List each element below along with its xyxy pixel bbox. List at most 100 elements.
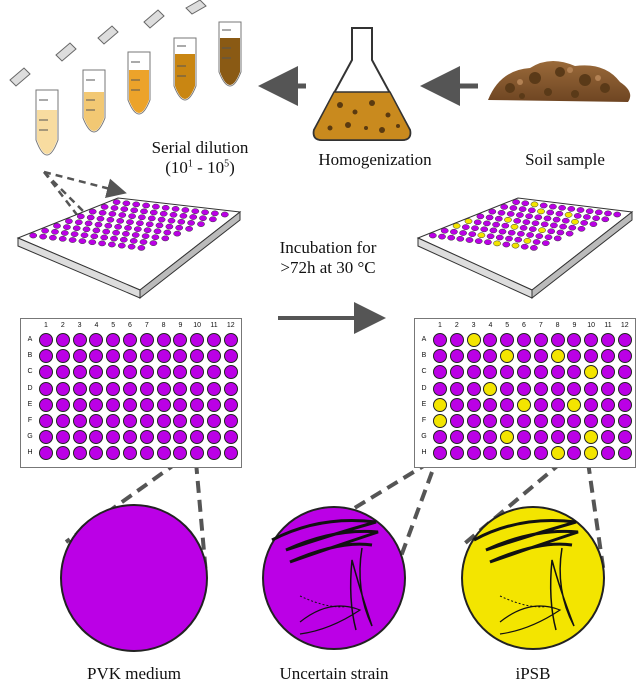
plate-well <box>473 219 482 226</box>
column-label: 12 <box>620 322 629 329</box>
well <box>55 430 70 445</box>
plate-well <box>474 238 483 244</box>
well <box>89 397 104 412</box>
well <box>39 381 53 396</box>
plate-well <box>521 200 530 207</box>
plate-well <box>438 233 446 240</box>
well <box>89 349 104 364</box>
well <box>55 381 70 396</box>
uncertain-strain-label: Uncertain strain <box>279 664 389 683</box>
plate-well <box>126 219 134 225</box>
row-label: E <box>27 400 33 408</box>
well <box>533 365 548 380</box>
well <box>123 333 137 347</box>
plate-well <box>163 229 172 236</box>
well <box>55 397 70 412</box>
well <box>173 446 188 461</box>
column-label: 4 <box>94 322 99 329</box>
plate-well <box>100 204 109 210</box>
plate-well <box>141 233 150 239</box>
well <box>483 414 498 428</box>
well <box>483 397 498 412</box>
plate-well <box>504 216 512 223</box>
well <box>500 430 515 445</box>
well <box>500 397 515 412</box>
plate-well <box>63 224 71 230</box>
well <box>449 446 464 461</box>
dilution-tubes <box>9 0 242 156</box>
well <box>500 381 515 396</box>
well <box>207 349 221 364</box>
row-label: E <box>421 400 427 408</box>
well <box>466 349 481 364</box>
plate-well <box>98 240 106 247</box>
row-label: H <box>421 449 427 457</box>
well <box>601 397 615 412</box>
dilution-range: (101 - 105) <box>165 158 235 177</box>
plate-well <box>511 242 520 249</box>
row-label: G <box>421 433 427 441</box>
plate-well <box>514 236 523 243</box>
plate-well <box>78 238 87 244</box>
row-label: C <box>421 368 427 376</box>
well <box>500 414 515 428</box>
well <box>106 414 121 428</box>
plate-well <box>544 234 553 241</box>
well <box>533 430 548 445</box>
plate-well <box>187 220 195 226</box>
plate-well <box>464 218 473 225</box>
plate-well <box>114 223 122 230</box>
plate-well <box>553 235 562 242</box>
plate-well <box>161 235 170 242</box>
well <box>466 381 481 396</box>
well <box>567 333 582 347</box>
plate-well <box>94 221 103 228</box>
well <box>139 397 154 412</box>
well <box>55 414 70 428</box>
row-label: F <box>27 417 33 424</box>
plate-well <box>601 216 610 223</box>
well <box>433 430 447 445</box>
well <box>190 430 205 445</box>
plate-well <box>108 211 117 217</box>
well <box>466 333 481 347</box>
column-label: 7 <box>144 322 149 329</box>
well <box>123 414 137 428</box>
soil-sample-label: Soil sample <box>525 150 605 169</box>
well <box>123 349 137 364</box>
plate-well <box>122 230 130 237</box>
plate-well <box>485 214 494 221</box>
plate-well <box>167 217 176 224</box>
plate-well <box>540 221 549 228</box>
plate-well <box>189 214 198 220</box>
plate-well <box>519 225 528 231</box>
plate-well <box>549 203 557 210</box>
well <box>156 446 171 461</box>
well <box>39 430 53 445</box>
plate-well <box>571 218 579 225</box>
plate-well <box>546 209 555 216</box>
well <box>533 397 548 412</box>
column-label: 9 <box>178 322 183 329</box>
plate-well <box>108 241 116 248</box>
plate-well <box>583 214 591 220</box>
well <box>190 349 205 364</box>
well <box>466 414 481 428</box>
ipsb-label: iPSB <box>515 664 551 683</box>
well <box>433 397 447 412</box>
well <box>550 365 565 380</box>
well <box>449 414 464 428</box>
plate-well <box>459 230 467 236</box>
well <box>567 414 582 428</box>
plate-well <box>534 214 543 221</box>
plate-well <box>589 221 598 227</box>
well <box>500 349 515 364</box>
plate-well <box>165 223 174 230</box>
well <box>567 349 582 364</box>
well <box>617 381 632 396</box>
well <box>483 381 498 396</box>
well <box>584 365 599 380</box>
